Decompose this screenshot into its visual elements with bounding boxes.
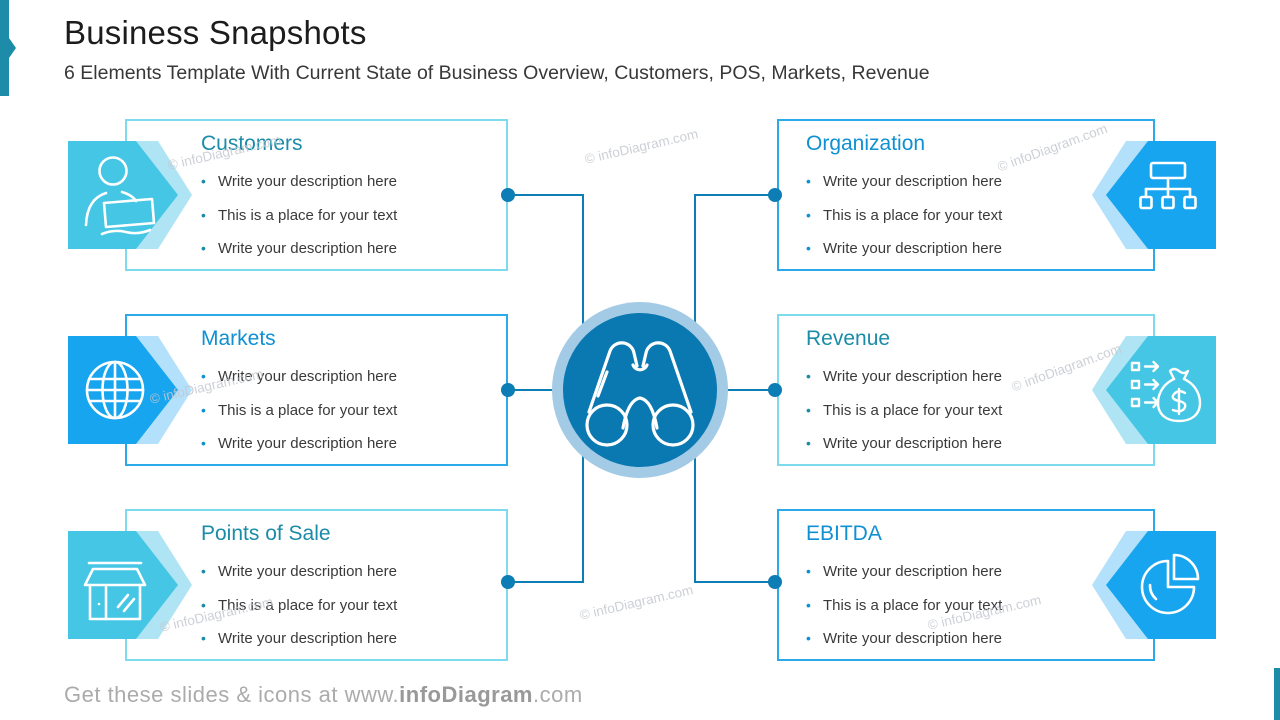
bullet-dot: • — [201, 563, 206, 579]
watermark: © infoDiagram.com — [583, 126, 700, 167]
bullet-dot: • — [201, 368, 206, 384]
bullet-item: •Write your description here — [201, 232, 498, 266]
bullet-item: •This is a place for your text — [806, 199, 1145, 233]
bullet-dot: • — [201, 173, 206, 189]
binoculars-icon — [585, 341, 695, 447]
bullet-dot: • — [806, 563, 811, 579]
connector-left-bracket — [508, 194, 584, 583]
badge-points-of-sale — [62, 527, 194, 643]
card-title: Organization — [806, 132, 926, 155]
bullet-item: •Write your description here — [201, 555, 498, 589]
bullet-item: •This is a place for your text — [806, 589, 1145, 623]
card-title: Markets — [201, 327, 276, 350]
badge-ebitda — [1090, 527, 1222, 643]
bullet-item: •Write your description here — [806, 622, 1145, 656]
bullet-item: •Write your description here — [806, 165, 1145, 199]
watermark: © infoDiagram.com — [578, 582, 695, 623]
bullet-dot: • — [806, 401, 811, 418]
page-title: Business Snapshots — [64, 14, 367, 51]
org-chart-icon — [1139, 161, 1197, 210]
bullet-dot: • — [806, 435, 811, 451]
bullet-list: •Write your description here •This is a … — [201, 165, 498, 266]
bullet-item: •Write your description here — [806, 427, 1145, 461]
bullet-item: •Write your description here — [806, 555, 1145, 589]
pie-chart-icon — [1140, 553, 1200, 615]
card-ebitda[interactable]: EBITDA •Write your description here •Thi… — [777, 509, 1155, 661]
slide-accent-top-left — [0, 0, 16, 96]
card-title: EBITDA — [806, 522, 882, 545]
bullet-list: •Write your description here •This is a … — [806, 360, 1145, 461]
card-title: Points of Sale — [201, 522, 331, 545]
bullet-dot: • — [806, 368, 811, 384]
bullet-dot: • — [806, 596, 811, 613]
card-title: Customers — [201, 132, 303, 155]
bullet-item: •Write your description here — [806, 232, 1145, 266]
money-bag-icon — [1130, 360, 1202, 423]
slide-accent-bottom-right — [1274, 668, 1280, 720]
bullet-dot: • — [201, 240, 206, 256]
bullet-list: •Write your description here •This is a … — [806, 555, 1145, 656]
bullet-item: •This is a place for your text — [201, 199, 498, 233]
bullet-dot: • — [806, 206, 811, 223]
bullet-dot: • — [806, 173, 811, 189]
card-title: Revenue — [806, 327, 891, 350]
bullet-dot: • — [201, 206, 206, 223]
bullet-item: •Write your description here — [201, 622, 498, 656]
card-organization[interactable]: Organization •Write your description her… — [777, 119, 1155, 271]
bullet-dot: • — [806, 630, 811, 646]
bullet-dot: • — [201, 435, 206, 451]
connector-right-bracket — [694, 194, 775, 583]
footer-brand: infoDiagram — [399, 682, 533, 707]
page-subtitle: 6 Elements Template With Current State o… — [64, 62, 930, 84]
bullet-item: •Write your description here — [806, 360, 1145, 394]
bullet-item: •Write your description here — [201, 360, 498, 394]
badge-customers — [62, 137, 194, 253]
bullet-item: •Write your description here — [201, 165, 498, 199]
bullet-list: •Write your description here •This is a … — [806, 165, 1145, 266]
store-icon — [83, 561, 147, 621]
bullet-item: •This is a place for your text — [806, 394, 1145, 428]
bullet-item: •This is a place for your text — [201, 589, 498, 623]
bullet-dot: • — [201, 401, 206, 418]
bullet-item: •Write your description here — [201, 427, 498, 461]
center-hub — [552, 302, 728, 478]
bullet-dot: • — [806, 240, 811, 256]
bullet-list: •Write your description here •This is a … — [201, 555, 498, 656]
globe-icon — [85, 360, 145, 420]
badge-organization — [1090, 137, 1222, 253]
person-document-icon — [84, 156, 156, 236]
bullet-dot: • — [201, 630, 206, 646]
bullet-list: •Write your description here •This is a … — [201, 360, 498, 461]
bullet-dot: • — [201, 596, 206, 613]
footer-credit: Get these slides & icons at www.infoDiag… — [64, 682, 583, 707]
badge-revenue — [1090, 332, 1222, 448]
bullet-item: •This is a place for your text — [201, 394, 498, 428]
connector-dots — [501, 188, 782, 589]
badge-markets — [62, 332, 194, 448]
